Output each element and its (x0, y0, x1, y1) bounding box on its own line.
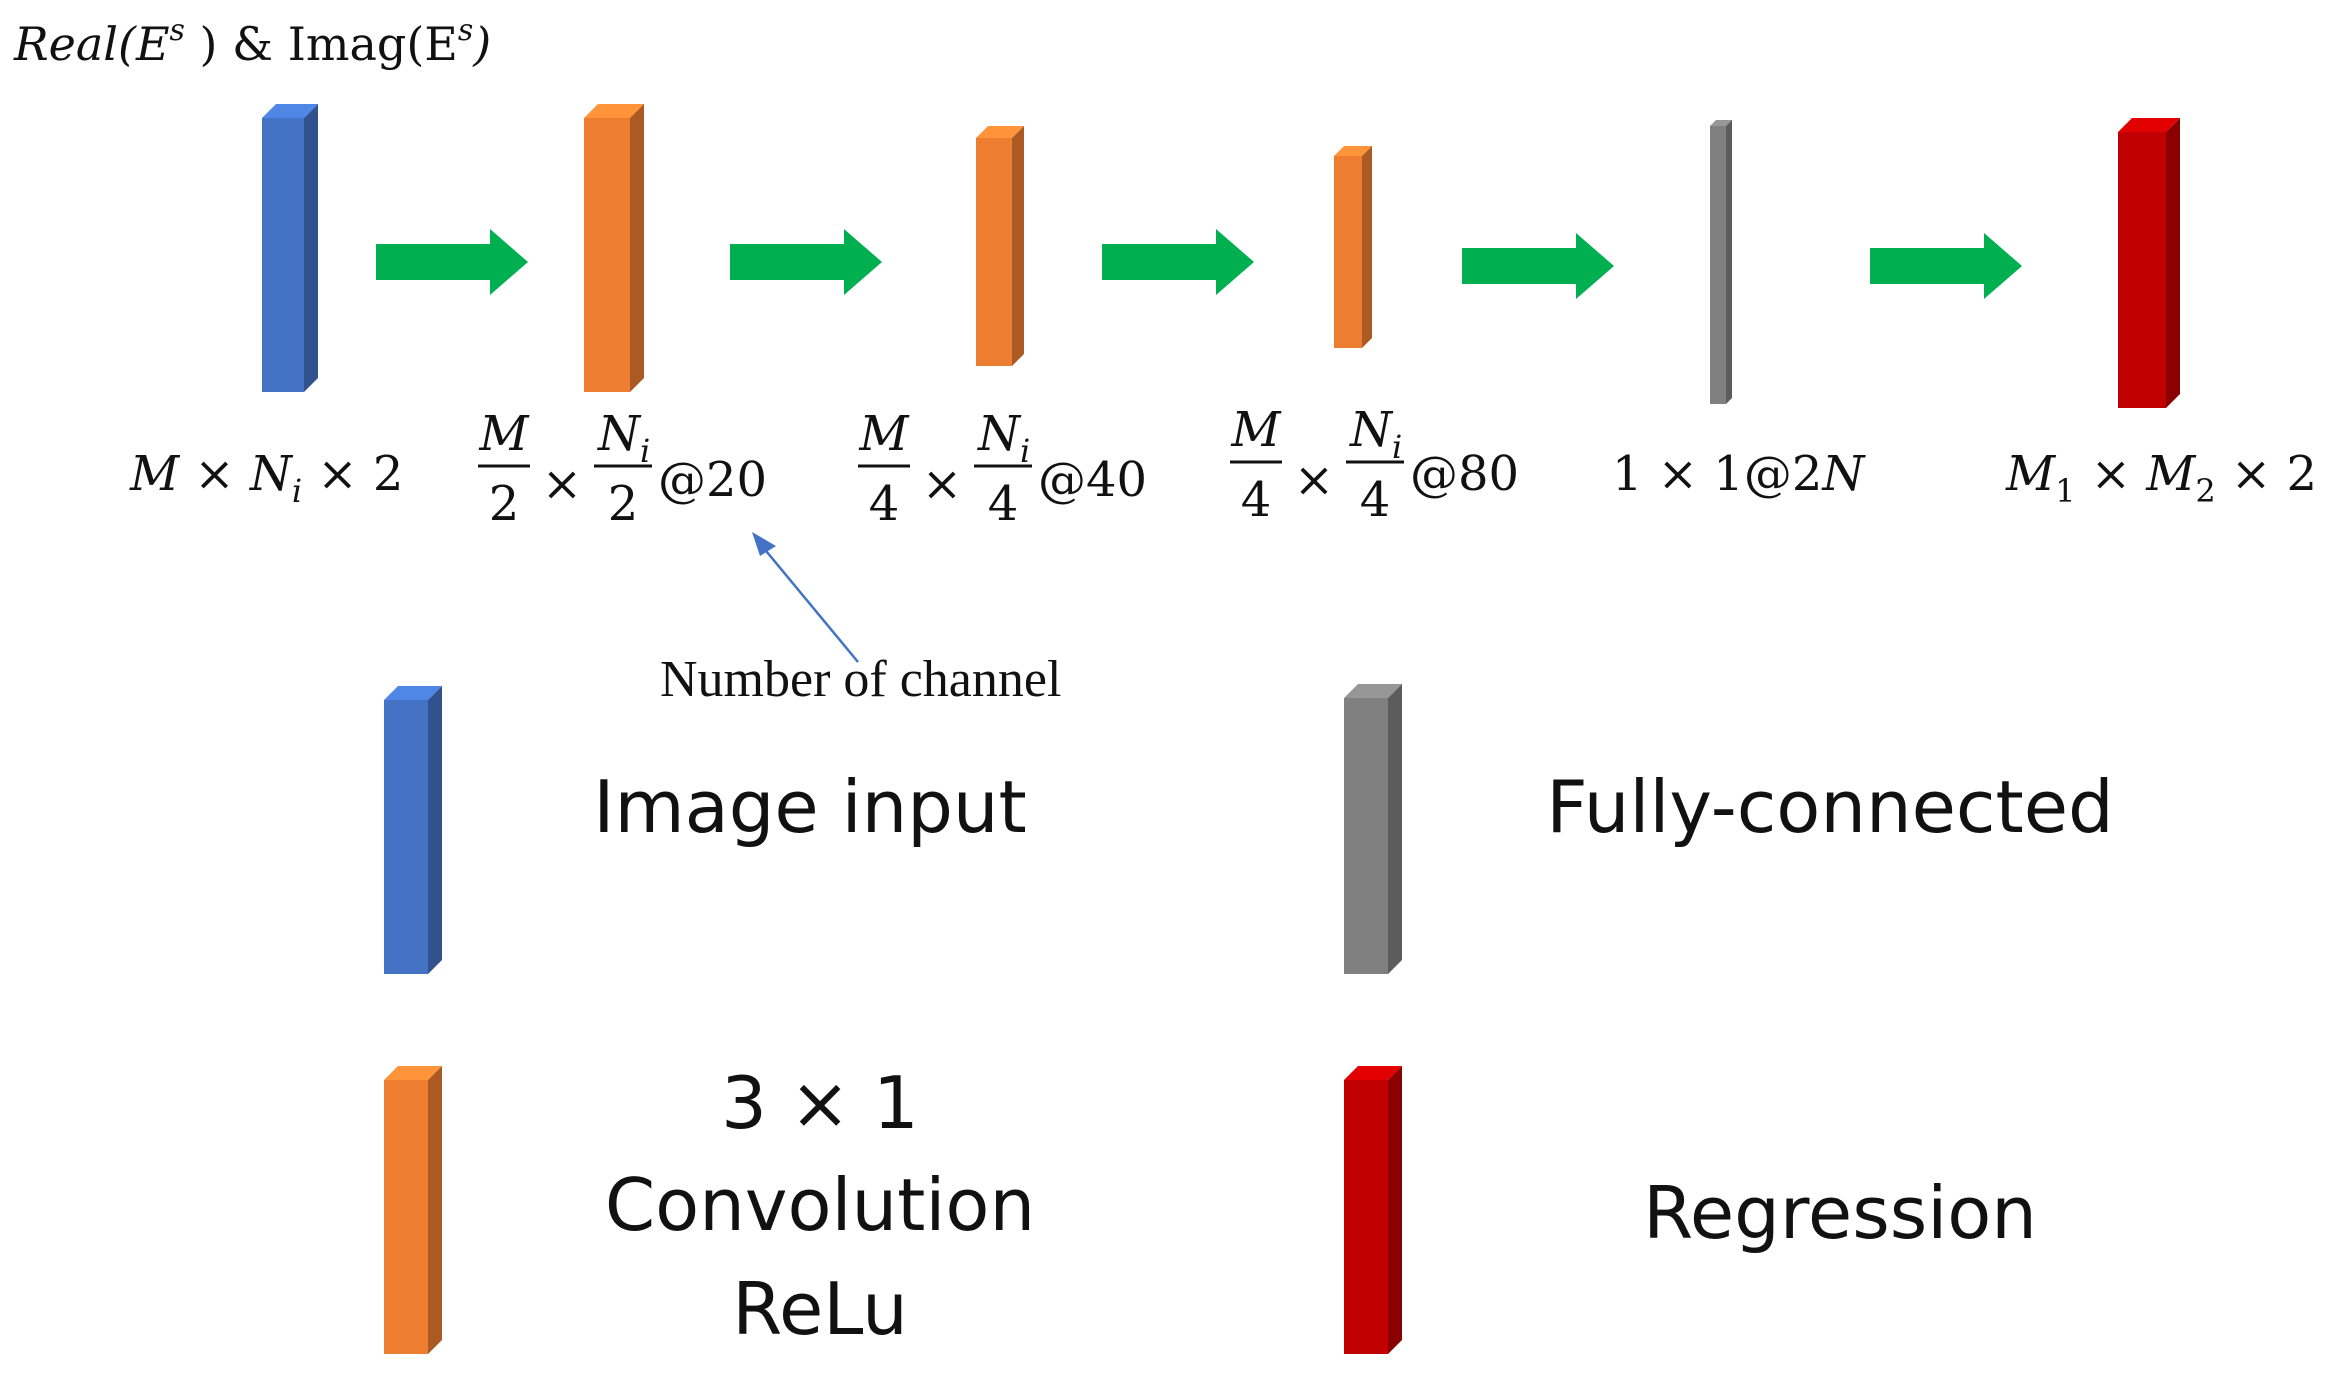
annotation-label: Number of channel (660, 651, 1061, 708)
output-block (2118, 118, 2180, 408)
conv2-den2: 4 (988, 476, 1019, 532)
conv1-times: × (542, 456, 582, 512)
conv3-dim-label: M 4 × Ni 4 @80 (1230, 402, 1519, 528)
legend-conv-block (384, 1066, 442, 1354)
conv2-den1: 4 (869, 476, 900, 532)
input-title: Real(Es ) & Imag(Es) (13, 13, 491, 71)
legend-image-input-label: Image input (593, 765, 1027, 849)
output-dim-label: M1 × M2 × 2 (2005, 446, 2317, 510)
input-block (262, 104, 318, 392)
legend-regression-label: Regression (1643, 1171, 2037, 1255)
conv2-num2: Ni (977, 406, 1030, 470)
flow-arrows (376, 229, 2022, 299)
fc-block (1710, 120, 1732, 404)
conv2-num1: M (858, 406, 910, 462)
conv2-block (976, 126, 1024, 366)
arrow-fc-to-output (1870, 233, 2022, 299)
fc-dim-label: 1 × 1@2N (1612, 446, 1866, 502)
conv1-den2: 2 (608, 476, 639, 532)
conv1-num2: Ni (597, 406, 650, 470)
conv2-channels: @40 (1038, 452, 1147, 508)
legend-conv-line1: 3 × 1 (721, 1061, 919, 1145)
arrow-conv3-to-fc (1462, 233, 1614, 299)
arrow-input-to-conv1 (376, 229, 528, 295)
conv3-den2: 4 (1360, 472, 1391, 528)
legend-regression-block (1344, 1066, 1402, 1354)
arrow-conv1-to-conv2 (730, 229, 882, 295)
legend-fully-connected-block (1344, 684, 1402, 974)
legend-fully-connected-label: Fully-connected (1546, 765, 2113, 849)
conv1-num1: M (478, 406, 530, 462)
arrow-conv2-to-conv3 (1102, 229, 1254, 295)
conv1-channels: @20 (658, 452, 767, 508)
conv3-num2: Ni (1349, 402, 1402, 466)
conv1-block (584, 104, 644, 392)
legend-image-input-block (384, 686, 442, 974)
legend-conv-line2: Convolution (605, 1163, 1035, 1247)
conv3-num1: M (1230, 402, 1282, 458)
annotation-arrow-line (761, 545, 859, 663)
annotation-arrow-head (752, 532, 776, 556)
conv2-dim-label: M 4 × Ni 4 @40 (858, 406, 1147, 532)
conv3-channels: @80 (1410, 446, 1519, 502)
layer-blocks (262, 104, 2180, 1354)
conv3-times: × (1294, 452, 1334, 508)
conv1-dim-label: M 2 × Ni 2 @20 (478, 406, 767, 532)
conv3-den1: 4 (1241, 472, 1272, 528)
conv1-den1: 2 (489, 476, 520, 532)
input-dim-label: M × Ni × 2 (129, 446, 403, 510)
conv2-times: × (922, 456, 962, 512)
legend-conv-line3: ReLu (732, 1267, 908, 1351)
conv3-block (1334, 146, 1372, 348)
